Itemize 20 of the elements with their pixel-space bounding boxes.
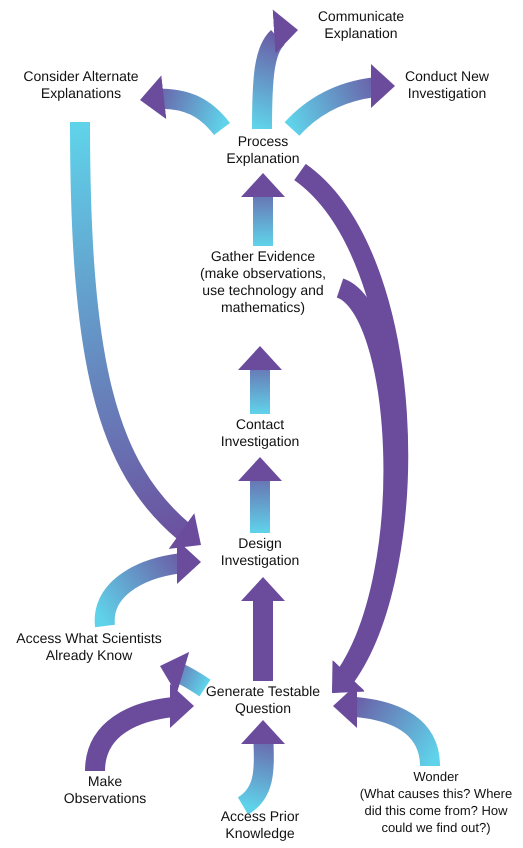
step-label: Contact Investigation — [220, 416, 300, 450]
curved-arrow — [157, 652, 210, 696]
step-label: Gather Evidence — [210, 248, 316, 265]
step-label: Wonder — [412, 768, 460, 785]
curved-arrow — [238, 457, 282, 533]
step-label: Communicate Explanation — [316, 8, 406, 42]
curved-arrow — [252, 12, 300, 130]
curved-arrow — [238, 346, 282, 414]
step-label: Consider Alternate Explanations — [22, 68, 140, 102]
step-note: (What causes this? Where did this come from? How could we find out?) — [358, 785, 514, 836]
step-label: Access Prior Knowledge — [220, 808, 300, 842]
step-label: Process Explanation — [225, 133, 301, 167]
step-label: Make Observations — [62, 773, 148, 807]
curved-arrow — [241, 577, 285, 681]
curved-arrow — [241, 173, 285, 246]
step-label: Design Investigation — [220, 535, 300, 569]
step-note: (make observations, use technology and mathematics) — [198, 265, 328, 316]
step-label: Access What Scientists Already Know — [15, 630, 163, 664]
step-label: Conduct New Investigation — [404, 68, 490, 102]
step-label: Generate Testable Question — [204, 683, 322, 717]
